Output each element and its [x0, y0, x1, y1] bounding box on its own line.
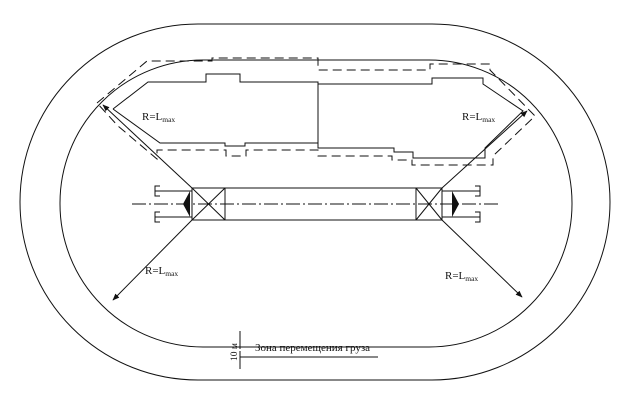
radius-label-top-left: R=Lmax [142, 111, 175, 124]
radius-label-top-right: R=Lmax [462, 111, 495, 124]
radius-arrow-bottom-right [441, 219, 523, 298]
rail-stop-right-top [475, 185, 481, 197]
rail-stop-left-top [154, 185, 160, 197]
outer-zone-boundary [19, 23, 611, 381]
inner-zone-boundary [59, 59, 573, 348]
crane-tower-right-marker [452, 191, 459, 217]
rail-stop-left-bottom [154, 211, 160, 223]
rail-stop-right-bottom [475, 211, 481, 223]
radius-arrow-top-left [102, 104, 193, 189]
zone-width-label: 10 м [230, 343, 240, 361]
building-dashed-outline [96, 57, 536, 166]
radius-arrow-bottom-left [112, 219, 193, 301]
radius-label-bottom-right: R=Lmax [445, 270, 478, 283]
building-outline [112, 73, 524, 159]
crane-tower-left-marker [183, 191, 190, 217]
zone-label: Зона перемещения груза [255, 342, 370, 354]
radius-arrow-top-right [441, 110, 528, 189]
radius-label-bottom-left: R=Lmax [145, 265, 178, 278]
